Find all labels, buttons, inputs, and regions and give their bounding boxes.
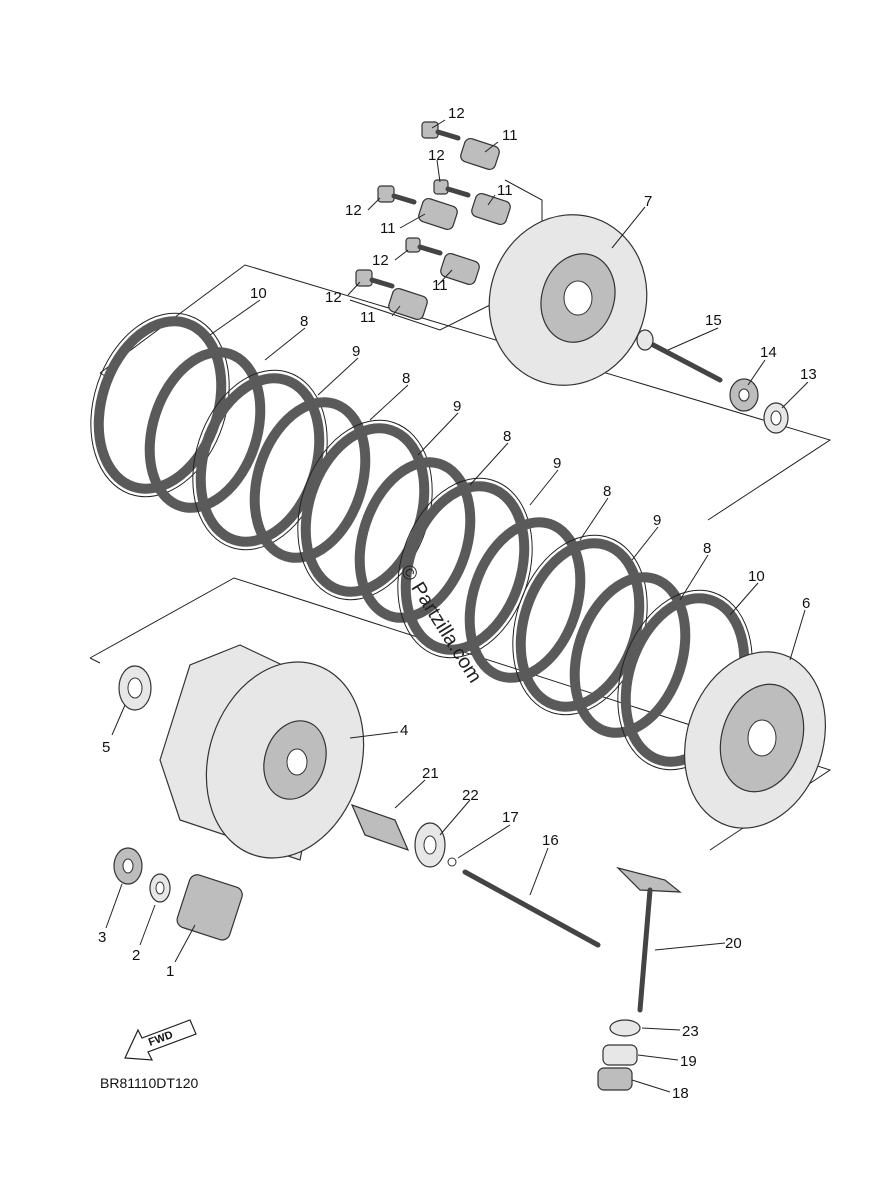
push-lever-assembly [597,866,682,1091]
primary-drive-parts [113,847,243,941]
diagram-code: BR81110DT120 [100,1075,199,1091]
callout-8: 8 [703,540,711,557]
callout-14: 14 [760,344,777,361]
callout-20: 20 [725,935,742,952]
callout-21: 21 [422,765,439,782]
callout-10: 10 [748,568,765,585]
callout-23: 23 [682,1023,699,1040]
clutch-bolts [355,121,471,289]
callout-3: 3 [98,929,106,946]
callout-9: 9 [553,455,561,472]
callout-9: 9 [453,398,461,415]
callout-12: 12 [428,147,445,164]
callout-11: 11 [380,220,396,237]
callout-10: 10 [250,285,267,302]
callout-8: 8 [402,370,410,387]
callout-1: 1 [166,963,174,980]
callout-11: 11 [432,277,448,294]
callout-8: 8 [300,313,308,330]
callout-15: 15 [705,312,722,329]
callout-numbers: 12 11 12 11 12 11 12 11 12 11 7 15 14 13… [98,105,817,1102]
callout-16: 16 [542,832,559,849]
callout-4: 4 [400,722,408,739]
callout-8: 8 [603,483,611,500]
pressure-plate [488,214,648,386]
callout-12: 12 [372,252,389,269]
callout-13: 13 [800,366,817,383]
callout-2: 2 [132,947,140,964]
callout-5: 5 [102,739,110,756]
push-rod-long [462,869,601,948]
thrust-washer [118,665,152,711]
spacer-washer-ball [350,803,457,868]
callout-11: 11 [360,309,376,326]
clutch-springs [388,137,511,321]
callout-12: 12 [345,202,362,219]
callout-19: 19 [680,1053,697,1070]
forward-arrow-icon: FWD [124,1019,197,1061]
callout-9: 9 [653,512,661,529]
callout-17: 17 [502,809,519,826]
clutch-boss [684,651,826,829]
leader-lines [105,119,809,1093]
callout-6: 6 [802,595,810,612]
callout-11: 11 [497,182,513,199]
callout-18: 18 [672,1085,689,1102]
push-rod-assembly [636,329,789,434]
callout-12: 12 [325,289,342,306]
clutch-housing [159,644,365,861]
callout-8: 8 [503,428,511,445]
callout-9: 9 [352,343,360,360]
callout-11: 11 [502,127,518,144]
callout-12: 12 [448,105,465,122]
callout-7: 7 [644,193,652,210]
callout-22: 22 [462,787,479,804]
